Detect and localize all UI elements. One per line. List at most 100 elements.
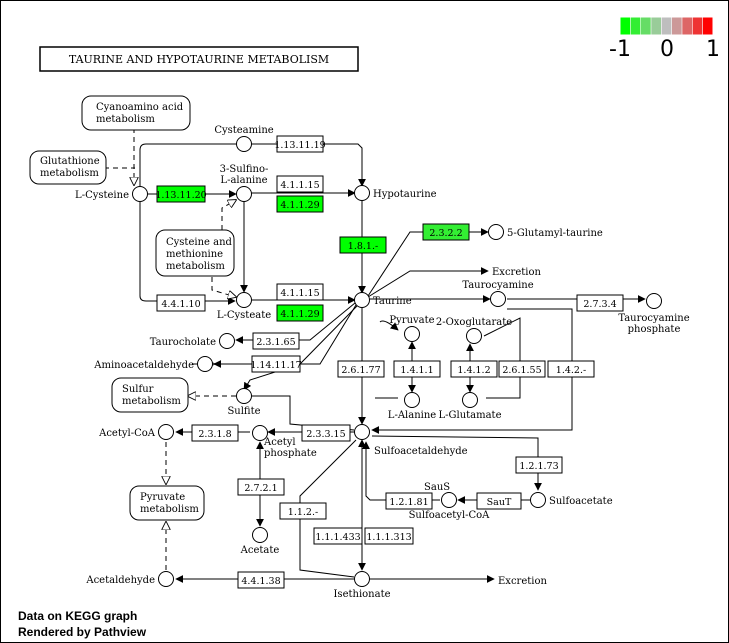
enzyme-4-1-1-29[interactable]: 4.1.1.29 — [276, 304, 324, 322]
compound-node[interactable] — [490, 291, 506, 307]
enzyme-4-1-1-15[interactable]: 4.1.1.15 — [276, 175, 324, 193]
enzyme-box[interactable] — [276, 175, 324, 193]
enzyme-2-3-1-65[interactable]: 2.3.1.65 — [252, 332, 300, 350]
enzyme-1-4-1-2[interactable]: 1.4.1.2 — [450, 360, 498, 378]
compound-node[interactable] — [466, 328, 482, 344]
enzyme-1-1-2-[interactable]: 1.1.2.- — [279, 502, 327, 520]
compound-sulfite[interactable]: Sulfite — [227, 388, 261, 418]
compound-node[interactable] — [462, 392, 478, 408]
compound-node[interactable] — [132, 186, 148, 202]
compound-l-alanine[interactable]: L-Alanine — [388, 392, 436, 422]
compound-node[interactable] — [530, 492, 546, 508]
enzyme-box[interactable] — [313, 527, 363, 545]
map-sulfur-metabolism[interactable] — [111, 377, 189, 413]
compound-node[interactable] — [236, 388, 252, 404]
compound-acetyl-coa[interactable]: Acetyl-CoA — [98, 424, 174, 440]
compound-taurine[interactable]: Taurine — [354, 292, 412, 308]
enzyme-box[interactable] — [191, 424, 239, 442]
enzyme-box[interactable] — [515, 456, 563, 474]
compound-node[interactable] — [404, 392, 420, 408]
compound-taurocholate[interactable]: Taurocholate — [150, 333, 235, 349]
compound-excretion1[interactable]: Excretion — [492, 267, 541, 278]
enzyme-4-1-1-15[interactable]: 4.1.1.15 — [276, 283, 324, 301]
compound-node[interactable] — [219, 333, 235, 349]
compound-node[interactable] — [197, 356, 213, 372]
enzyme-1-1-1-433[interactable]: 1.1.1.433 — [313, 527, 363, 545]
compound-node[interactable] — [236, 136, 252, 152]
compound-node[interactable] — [354, 424, 370, 440]
enzyme-2-3-2-2[interactable]: 2.3.2.2 — [422, 223, 470, 241]
enzyme-box[interactable] — [279, 502, 327, 520]
compound-pyruvate[interactable]: Pyruvate — [389, 315, 435, 342]
enzyme-box[interactable] — [364, 527, 414, 545]
enzyme-box[interactable] — [276, 195, 324, 213]
enzyme-box[interactable] — [385, 492, 433, 510]
enzyme-box[interactable] — [422, 223, 470, 241]
enzyme-4-1-1-29[interactable]: 4.1.1.29 — [276, 195, 324, 213]
map-glutathione-metabolism[interactable] — [29, 150, 107, 185]
compound-node[interactable] — [488, 224, 504, 240]
enzyme-box[interactable] — [276, 304, 324, 322]
compound-node[interactable] — [236, 292, 252, 308]
compound-sulfoacetate[interactable]: Sulfoacetate — [530, 492, 613, 508]
enzyme-box[interactable] — [237, 478, 285, 496]
compound-cysteamine[interactable]: Cysteamine — [214, 125, 274, 152]
enzyme-box[interactable] — [276, 135, 324, 153]
enzyme-2-3-1-8[interactable]: 2.3.1.8 — [191, 424, 239, 442]
compound-node[interactable] — [158, 424, 174, 440]
compound-node[interactable] — [354, 292, 370, 308]
compound-node[interactable] — [441, 492, 457, 508]
enzyme-box[interactable] — [476, 492, 522, 510]
compound-acetaldehyde[interactable]: Acetaldehyde — [85, 571, 174, 587]
compound-node[interactable] — [404, 326, 420, 342]
enzyme-box[interactable] — [237, 571, 285, 589]
enzyme-1-2-1-73[interactable]: 1.2.1.73 — [515, 456, 563, 474]
compound-node[interactable] — [354, 185, 370, 201]
compound-oxoglutarate[interactable]: 2-Oxoglutarate — [436, 317, 512, 344]
enzyme-box[interactable] — [251, 355, 301, 373]
compound-excretion2[interactable]: Excretion — [498, 576, 547, 587]
enzyme-4-4-1-10[interactable]: 4.4.1.10 — [156, 294, 206, 312]
enzyme-box[interactable] — [337, 360, 385, 378]
compound-node[interactable] — [252, 527, 268, 543]
compound-node[interactable] — [354, 571, 370, 587]
enzyme-2-6-1-77[interactable]: 2.6.1.77 — [337, 360, 385, 378]
compound-node[interactable] — [158, 571, 174, 587]
enzyme-box[interactable] — [450, 360, 498, 378]
compound-node[interactable] — [252, 425, 268, 441]
enzyme-box[interactable] — [498, 360, 546, 378]
enzyme-box[interactable] — [547, 360, 595, 378]
compound-node[interactable] — [236, 186, 252, 202]
enzyme-1-14-11-17[interactable]: 1.14.11.17 — [250, 355, 302, 373]
compound-node[interactable] — [646, 293, 662, 309]
compound-l-cysteine[interactable]: L-Cysteine — [75, 186, 148, 202]
compound-glutamyl-taurine[interactable]: 5-Glutamyl-taurine — [488, 224, 603, 240]
enzyme-1-4-2-[interactable]: 1.4.2.- — [547, 360, 595, 378]
enzyme-1-8-1-[interactable]: 1.8.1.- — [339, 236, 387, 254]
compound-taurocyamine[interactable]: Taurocyamine — [462, 280, 534, 307]
enzyme-1-4-1-1[interactable]: 1.4.1.1 — [393, 360, 441, 378]
enzyme-1-13-11-19[interactable]: 1.13.11.19 — [274, 135, 326, 153]
enzyme-1-1-1-313[interactable]: 1.1.1.313 — [364, 527, 414, 545]
enzyme-4-4-1-38[interactable]: 4.4.1.38 — [237, 571, 285, 589]
enzyme-box[interactable] — [576, 294, 624, 312]
compound-isethionate[interactable]: Isethionate — [333, 571, 391, 601]
compound-acetate[interactable]: Acetate — [240, 527, 280, 557]
enzyme-1-13-11-20[interactable]: 1.13.11.20 — [155, 185, 207, 203]
enzyme-box[interactable] — [393, 360, 441, 378]
map-cysteine-and-methionine-metabolism[interactable] — [155, 229, 235, 277]
enzyme-2-7-3-4[interactable]: 2.7.3.4 — [576, 294, 624, 312]
compound-l-glutamate[interactable]: L-Glutamate — [438, 392, 502, 422]
compound-sulfoacetyl-coa[interactable]: Sulfoacetyl-CoA — [409, 492, 491, 522]
enzyme-box[interactable] — [339, 236, 387, 254]
enzyme-2-3-3-15[interactable]: 2.3.3.15 — [301, 424, 351, 442]
map-pyruvate-metabolism[interactable] — [129, 485, 205, 521]
enzyme-2-7-2-1[interactable]: 2.7.2.1 — [237, 478, 285, 496]
enzyme-SauT[interactable]: SauT — [476, 492, 522, 510]
enzyme-box[interactable] — [156, 294, 206, 312]
enzyme-box[interactable] — [301, 424, 351, 442]
enzyme-box[interactable] — [276, 283, 324, 301]
map-cyanoamino-acid-metabolism[interactable] — [81, 95, 191, 131]
